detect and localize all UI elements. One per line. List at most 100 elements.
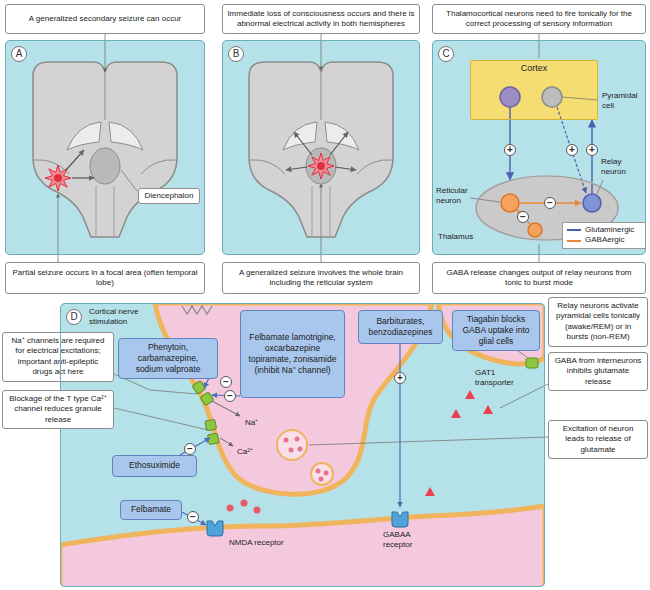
callout-box: Blockage of the T type Ca²⁺ channel redu…	[2, 390, 114, 429]
thalamocortical-figure	[470, 60, 598, 120]
spread-arrow	[294, 132, 312, 155]
thalamocortical-figure	[509, 107, 510, 119]
panel-ground	[432, 40, 646, 255]
callout-box: Excitation of neuron leads to release of…	[548, 420, 648, 459]
leader-line	[121, 170, 137, 191]
legend-line	[567, 240, 581, 242]
part-label: NMDA receptor	[228, 538, 294, 548]
box-text: Na⁺ channels are required for electrical…	[7, 336, 109, 378]
box-text: Relay neurons activate pyramidal cells t…	[553, 301, 643, 343]
sign-symbol: −	[187, 511, 199, 523]
sign-symbol: −	[184, 443, 196, 455]
sign-symbol: +	[394, 372, 406, 384]
spread-arrow	[66, 132, 356, 178]
legend-box: GlutaminergicGABAergic	[562, 222, 646, 249]
callout-box: Na⁺ channels are required for electrical…	[2, 332, 114, 382]
box-text: Thalamocortical neurons need to fire ton…	[437, 9, 641, 30]
thalamocortical-figure	[528, 223, 542, 237]
drug-arrow	[399, 344, 400, 507]
drug-box: Tiagabin blocks GABA uptake into glial c…	[452, 310, 540, 351]
synapse-figure	[284, 438, 289, 443]
brain-figure	[33, 62, 393, 237]
thalamocortical-figure	[501, 194, 519, 212]
synapse-figure	[392, 512, 408, 527]
part-label: Na⁺	[244, 418, 259, 428]
drug-box: Ethosuximide	[112, 455, 197, 477]
synapse-figure	[311, 463, 333, 485]
synapse-figure	[451, 409, 461, 418]
legend-line	[567, 229, 581, 231]
leader-line	[114, 408, 208, 430]
synapse-figure	[212, 401, 240, 416]
synapse-figure	[438, 303, 545, 364]
drug-box: Phenytoin, carbamazepine, sodium valproa…	[118, 338, 218, 379]
panel-letter: C	[438, 46, 454, 62]
synapse-figure	[60, 303, 545, 590]
synapse-figure	[316, 469, 321, 474]
callout-box: GABA release changes output of relay neu…	[432, 262, 646, 294]
part-label: Pyramidal cell	[601, 91, 647, 112]
synapse-figure	[220, 438, 233, 446]
leader-line	[539, 34, 540, 58]
panel-letter: A	[11, 46, 27, 62]
panel-letter: B	[228, 46, 244, 62]
leader-line	[58, 194, 59, 262]
box-text: Ethosuximide	[117, 460, 192, 471]
drug-arrow	[180, 438, 210, 455]
legend-text: Glutaminergic	[585, 225, 634, 235]
synapse-figure	[289, 448, 294, 453]
box-text: Partial seizure occurs in a focal area (…	[10, 268, 200, 289]
synapse-figure	[205, 419, 219, 444]
synapse-figure	[200, 392, 214, 406]
callout-box: A generalized secondary seizure can occu…	[5, 4, 205, 34]
panel: B	[222, 40, 420, 255]
synapse-figure	[207, 521, 223, 536]
synapse-figure	[192, 380, 214, 405]
box-text: Tiagabin blocks GABA uptake into glial c…	[457, 314, 535, 347]
box-text: Felbamate	[125, 504, 177, 515]
thalamocortical-figure	[542, 87, 562, 107]
synapse-figure	[60, 303, 545, 587]
synapse-figure	[205, 419, 217, 431]
leader-line	[309, 437, 548, 445]
box-text: Phenytoin, carbamazepine, sodium valproa…	[123, 342, 213, 375]
box-text: Felbamate lamotrigine, oxcarbazepine top…	[245, 332, 340, 376]
thalamocortical-figure	[500, 87, 520, 107]
drug-arrow	[182, 512, 206, 525]
structure-tag: Diencephalon	[138, 188, 200, 204]
legend-row: Glutaminergic	[567, 225, 641, 235]
panel: DPhenytoin, carbamazepine, sodium valpro…	[60, 303, 545, 587]
sign-symbol: −	[544, 197, 556, 209]
panel-ground	[5, 40, 205, 255]
thalamocortical-figure	[591, 184, 592, 194]
synapse-figure	[324, 471, 329, 476]
sign-symbol: +	[504, 144, 516, 156]
box-text: GABA release changes output of relay neu…	[437, 268, 641, 289]
sign-symbol: −	[224, 390, 236, 402]
leader-line	[321, 184, 322, 262]
panel: A Diencephalon	[5, 40, 205, 255]
callout-box: Thalamocortical neurons need to fire ton…	[432, 4, 646, 34]
spread-arrow	[330, 132, 348, 155]
part-label: Cortical nerve stimulation	[88, 307, 152, 328]
sign-symbol: −	[517, 211, 529, 223]
synapse-figure	[277, 430, 307, 460]
part-label: Ca²⁺	[236, 447, 254, 457]
drug-box: Felbamate lamotrigine, oxcarbazepine top…	[240, 310, 345, 398]
synapse-figure	[425, 487, 435, 496]
spread-arrow	[72, 177, 94, 178]
legend-swatch	[567, 237, 581, 245]
box-text: Diencephalon	[142, 191, 196, 201]
box-text: Barbiturates, benzodiazepines	[363, 316, 438, 338]
part-label: GABAA receptor	[382, 530, 436, 551]
box-text: Blockage of the T type Ca²⁺ channel redu…	[7, 394, 109, 425]
box-text: Excitation of neuron leads to release of…	[553, 424, 643, 455]
box-text: GABA from interneurons inhibits glutamat…	[553, 356, 643, 387]
synapse-figure	[483, 405, 493, 414]
thalamocortical-figure	[583, 194, 601, 212]
legend-text: GABAergic	[585, 235, 625, 245]
